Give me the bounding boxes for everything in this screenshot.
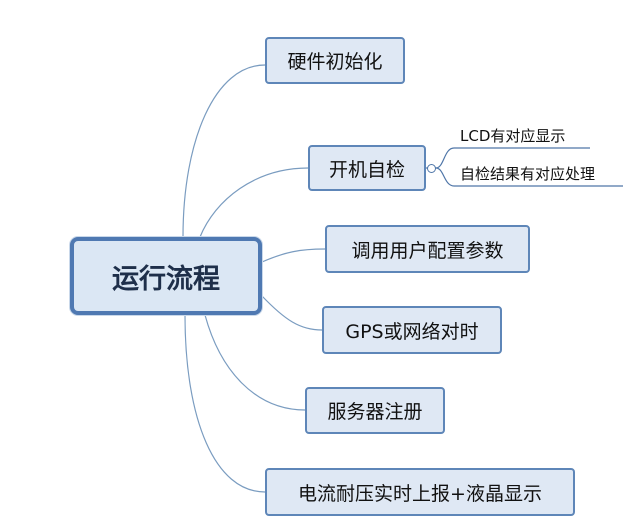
connector-self-test-result: [435, 167, 623, 187]
subtopic-self-test-result[interactable]: 自检结果有对应处理: [460, 165, 596, 183]
connector-lcd-display: [435, 147, 590, 169]
topic-user-config[interactable]: 调用用户配置参数: [325, 225, 530, 273]
connector-server-register: [204, 314, 306, 411]
topic-hardware-init[interactable]: 硬件初始化: [265, 37, 405, 84]
topic-server-register[interactable]: 服务器注册: [305, 387, 445, 434]
connector-hardware-init: [182, 64, 266, 238]
connector-power-on-self-test: [199, 167, 309, 238]
topic-realtime-report[interactable]: 电流耐压实时上报+液晶显示: [265, 468, 575, 516]
connector-time-sync: [261, 295, 323, 331]
collapse-toggle-icon[interactable]: [427, 164, 436, 173]
connector-realtime-report: [184, 314, 266, 493]
connector-user-config: [261, 248, 326, 263]
topic-time-sync[interactable]: GPS或网络对时: [322, 306, 502, 354]
subtopic-lcd-display[interactable]: LCD有对应显示: [460, 127, 566, 145]
topic-power-on-self-test[interactable]: 开机自检: [308, 145, 426, 191]
central-topic[interactable]: 运行流程: [70, 237, 262, 315]
